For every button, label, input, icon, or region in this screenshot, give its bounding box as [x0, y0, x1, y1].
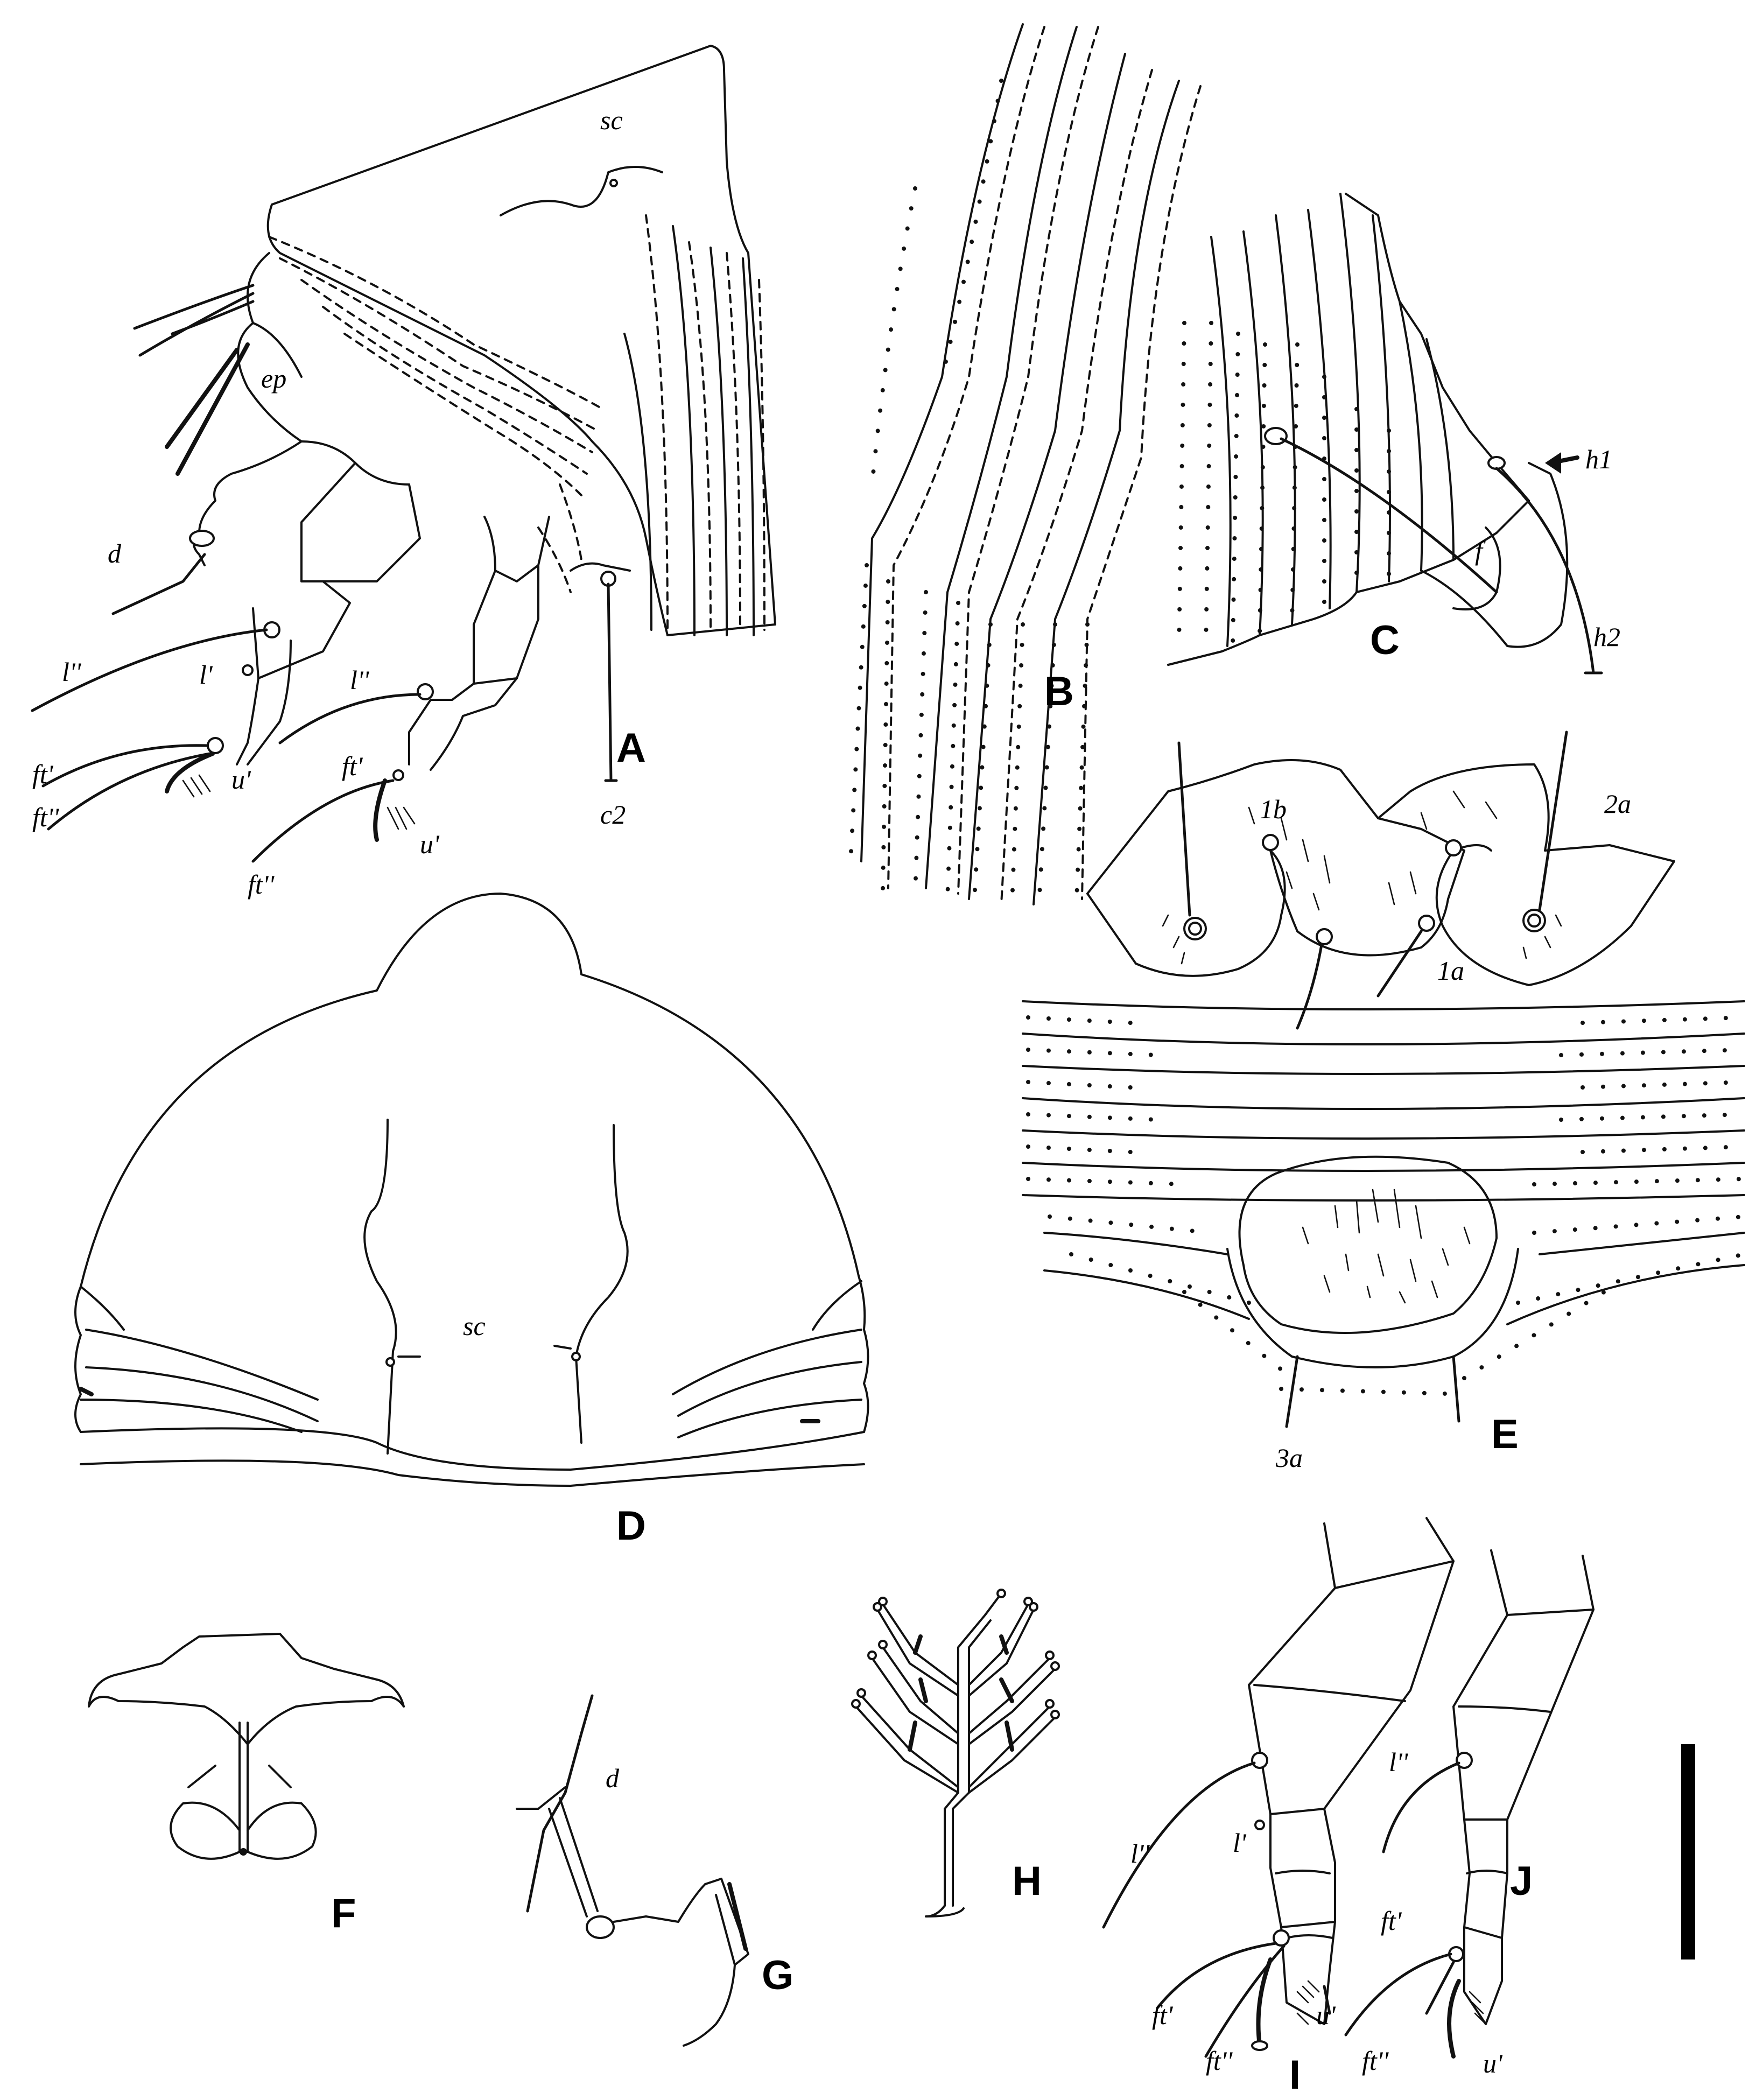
panel-e-drawing — [1022, 731, 1746, 1428]
label-c-h2: h2 — [1593, 622, 1620, 652]
label-j-ft2: ft'' — [1362, 2046, 1389, 2076]
panel-label-d: D — [616, 1503, 646, 1549]
label-a-u1-second: u' — [420, 829, 440, 859]
label-i-ft1: ft' — [1152, 2000, 1174, 2030]
panel-label-g: G — [762, 1952, 793, 1998]
label-g-d: d — [606, 1763, 620, 1793]
label-j-u1: u' — [1483, 2048, 1503, 2078]
panel-a-labels: sc ep d l'' l' ft' ft'' u' l'' ft' ft'' … — [32, 105, 646, 900]
panel-g-drawing — [516, 1694, 749, 2047]
panel-c-labels: h1 h2 f C — [1370, 444, 1620, 663]
panel-label-f: F — [331, 1891, 356, 1936]
label-a-ft2-second: ft'' — [248, 869, 275, 900]
label-a-l2-first: l'' — [62, 657, 82, 687]
panel-b-drawing — [848, 23, 1202, 907]
panel-i-drawing — [1102, 1517, 1455, 2058]
panel-d-labels: sc D — [463, 1311, 646, 1549]
label-e-1a: 1a — [1437, 956, 1464, 986]
label-a-d: d — [108, 538, 122, 568]
panel-label-a: A — [616, 725, 646, 771]
label-i-l2: l'' — [1130, 1838, 1150, 1869]
label-e-2a: 2a — [1604, 789, 1631, 819]
panel-g-labels: d G — [606, 1763, 793, 1998]
label-i-l1: l' — [1233, 1828, 1247, 1858]
label-a-c2: c2 — [600, 799, 626, 830]
label-i-u1: u' — [1316, 2000, 1336, 2030]
panel-label-i: I — [1289, 2052, 1301, 2098]
panel-d-drawing — [74, 893, 869, 1487]
label-a-l1: l' — [199, 659, 213, 690]
label-a-u1-first: u' — [231, 764, 251, 795]
label-e-1b: 1b — [1260, 794, 1287, 824]
label-a-l2-second: l'' — [350, 665, 370, 695]
panel-label-c: C — [1370, 617, 1400, 663]
panel-h-drawing — [851, 1589, 1060, 1918]
label-a-ft2-first: ft'' — [32, 802, 59, 832]
panel-label-e: E — [1491, 1411, 1519, 1457]
label-d-sc: sc — [463, 1311, 486, 1341]
panel-a-drawing — [31, 45, 776, 863]
label-a-ft1-first: ft' — [32, 759, 54, 789]
panel-label-h: H — [1012, 1858, 1042, 1904]
panel-label-b: B — [1044, 669, 1074, 714]
label-i-ft2: ft'' — [1206, 2046, 1233, 2076]
label-e-3a: 3a — [1275, 1443, 1303, 1473]
panel-c-drawing — [1167, 193, 1603, 675]
label-j-l2: l'' — [1389, 1747, 1409, 1777]
panel-e-labels: 1b 2a 1a 3a E — [1260, 789, 1631, 1473]
panel-j-drawing — [1344, 1549, 1595, 2059]
label-a-ft1-second: ft' — [342, 751, 363, 781]
label-a-sc: sc — [600, 105, 623, 135]
label-c-h1: h1 — [1585, 444, 1612, 474]
label-j-ft1: ft' — [1381, 1906, 1402, 1936]
panel-i-labels: l'' l' ft' ft'' u' I — [1130, 1828, 1336, 2098]
panel-j-labels: l'' ft' ft'' u' J — [1362, 1747, 1533, 2078]
panel-f-drawing — [88, 1633, 405, 1860]
label-a-ep: ep — [261, 363, 286, 394]
scale-bar — [1681, 1744, 1695, 1959]
panel-label-j: J — [1510, 1858, 1533, 1904]
